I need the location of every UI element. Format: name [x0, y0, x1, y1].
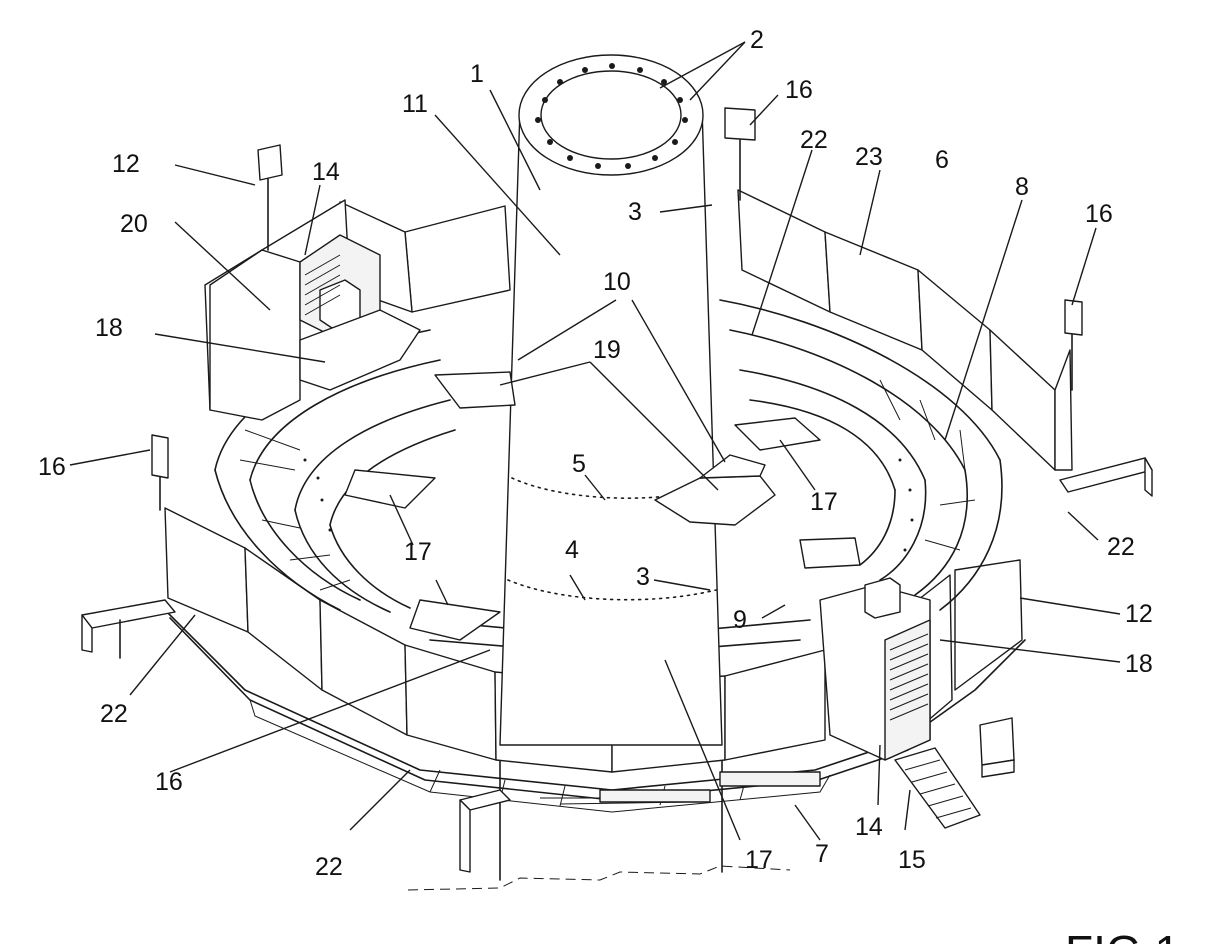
ref-label-12: 12 [1125, 600, 1153, 628]
ref-label-5: 5 [572, 450, 586, 478]
ref-label-19: 19 [593, 336, 621, 364]
ref-label-18: 18 [1125, 650, 1153, 678]
ref-label-3: 3 [628, 198, 642, 226]
figure-caption: FIG 1 [1065, 926, 1180, 944]
ref-label-17: 17 [810, 488, 838, 516]
ref-label-23: 23 [855, 143, 883, 171]
ref-label-8: 8 [1015, 173, 1029, 201]
ref-label-11: 11 [402, 90, 428, 118]
ref-label-17: 17 [404, 538, 432, 566]
ref-label-18: 18 [95, 314, 123, 342]
ref-label-16: 16 [155, 768, 183, 796]
ref-label-14: 14 [855, 813, 883, 841]
ref-label-12: 12 [112, 150, 140, 178]
ref-label-22: 22 [800, 126, 828, 154]
ref-label-1: 1 [470, 60, 484, 88]
ref-label-14: 14 [312, 158, 340, 186]
ref-label-20: 20 [120, 210, 148, 238]
ref-label-16: 16 [785, 76, 813, 104]
ref-label-10: 10 [603, 268, 631, 296]
ref-label-7: 7 [815, 840, 829, 868]
ref-label-22: 22 [100, 700, 128, 728]
ref-label-2: 2 [750, 26, 764, 54]
ref-label-3: 3 [636, 563, 650, 591]
ref-label-9: 9 [733, 606, 747, 634]
ref-label-4: 4 [565, 536, 579, 564]
ref-label-6: 6 [935, 146, 949, 174]
ref-label-17: 17 [745, 846, 773, 874]
ref-label-15: 15 [898, 846, 926, 874]
ref-label-16: 16 [38, 453, 66, 481]
ref-label-22: 22 [1107, 533, 1135, 561]
ref-label-22: 22 [315, 853, 343, 881]
ref-label-16: 16 [1085, 200, 1113, 228]
access-stairs [895, 748, 980, 828]
